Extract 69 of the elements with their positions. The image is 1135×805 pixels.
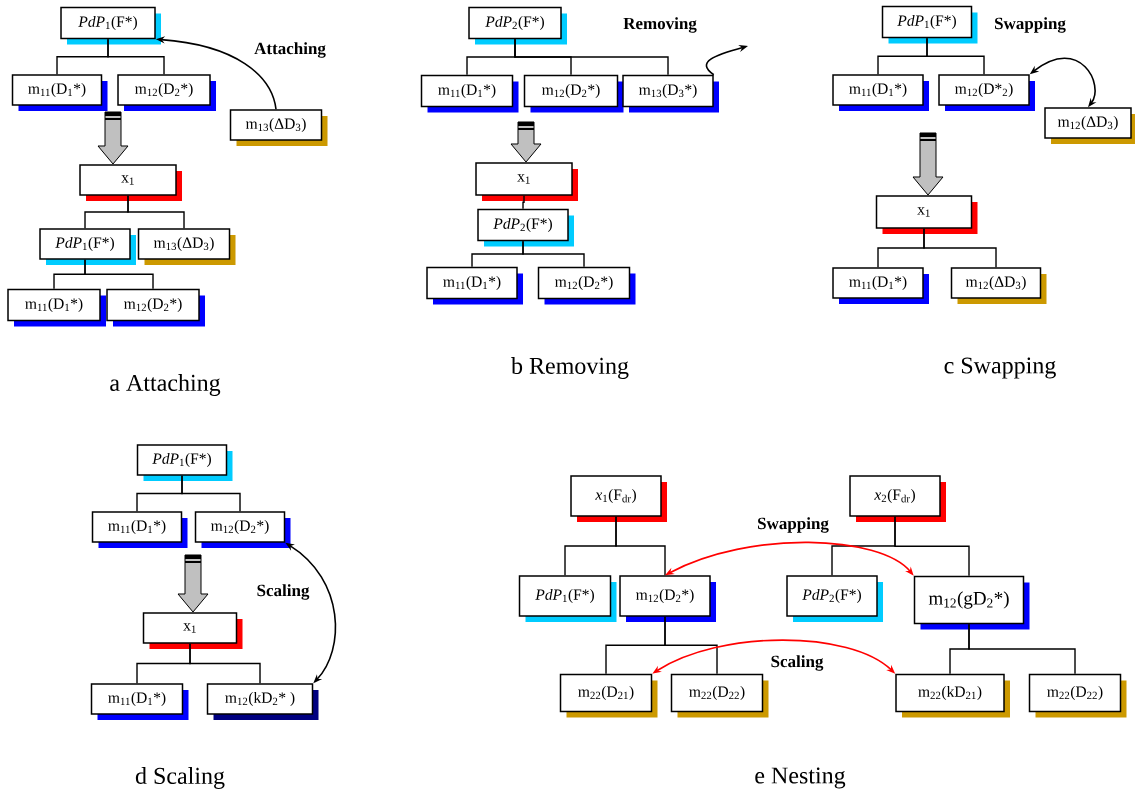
- tree-box: PdP$_{1}$(F*): [60, 6, 161, 45]
- tree-box: m$_{12}$(ΔD$_{3}$): [950, 267, 1047, 304]
- edge-label: Scaling: [255, 583, 311, 601]
- tree-box: m$_{13}$(ΔD$_{3}$): [137, 228, 236, 265]
- tree-connector: [926, 37, 985, 75]
- tree-box: m$_{11}$(D$_{1}$*): [420, 74, 519, 113]
- tree-box: PdP$_{1}$(F*): [136, 444, 233, 481]
- tree-box: m$_{13}$(ΔD$_{3}$): [229, 109, 328, 146]
- tree-box: m$_{12}$(D*$_{2}$): [938, 74, 1035, 111]
- tree-box: PdP$_{2}$(F*): [477, 208, 574, 247]
- tree-box: x$_{2}$(F$_{dr}$): [849, 475, 946, 522]
- tree-box: m$_{12}$(ΔD$_{3}$): [1044, 107, 1135, 144]
- tree-box: m$_{12}$(gD$_{2}$*): [913, 575, 1030, 630]
- tree-box: m$_{12}$(D$_{2}$*): [106, 288, 205, 327]
- edge-label: Removing: [622, 16, 698, 34]
- tree-box: m$_{11}$(D$_{1}$*): [832, 267, 929, 304]
- panel-caption: e Nesting: [755, 767, 846, 789]
- block-arrow: [510, 121, 542, 163]
- tree-box: m$_{22}$(kD$_{21}$): [895, 673, 1010, 718]
- block-arrow: [912, 132, 944, 196]
- tree-box: m$_{22}$(D$_{22}$): [1028, 673, 1127, 718]
- tree-box: PdP$_{1}$(F*): [881, 5, 978, 44]
- tree-box: x$_{1}$(F$_{dr}$): [570, 475, 667, 522]
- tree-connector: [514, 38, 669, 76]
- panel-caption: a Attaching: [110, 374, 221, 396]
- tree-box: m$_{13}$(D$_{3}$*): [622, 74, 719, 113]
- tree-box: m$_{11}$(D$_{1}$*): [832, 74, 929, 111]
- tree-connector: [127, 195, 185, 229]
- edge-label: Scaling: [769, 654, 825, 672]
- tree-box: PdP$_{2}$(F*): [468, 6, 567, 45]
- tree-connector: [894, 516, 970, 577]
- edge-label: Swapping: [756, 516, 830, 534]
- tree-connector: [189, 643, 261, 684]
- panel-caption: d Scaling: [135, 767, 225, 789]
- tree-connector: [84, 259, 154, 290]
- tree-connector: [181, 475, 241, 512]
- tree-box: m$_{12}$(kD$_{2}$* ): [206, 683, 319, 720]
- tree-connector: [968, 623, 1076, 675]
- tree-connector: [522, 195, 525, 210]
- tree-box: m$_{11}$(D$_{1}$*): [90, 683, 189, 720]
- tree-box: m$_{11}$(D$_{1}$*): [7, 288, 106, 327]
- tree-box: m$_{22}$(D$_{22}$): [670, 673, 769, 718]
- tree-box: m$_{12}$(D$_{2}$*): [537, 266, 636, 305]
- tree-box: m$_{12}$(D$_{2}$*): [117, 74, 216, 111]
- tree-box: x$_{1}$: [475, 162, 578, 201]
- panel-caption: c Swapping: [944, 357, 1056, 379]
- tree-connector: [107, 38, 165, 75]
- tree-box: PdP$_{2}$(F*): [786, 575, 883, 622]
- tree-box: x$_{1}$: [875, 195, 978, 234]
- tree-box: m$_{22}$(D$_{21}$): [559, 673, 658, 718]
- tree-connector: [923, 228, 997, 268]
- tree-box: m$_{12}$(D$_{2}$*): [619, 575, 716, 622]
- tree-box: m$_{12}$(D$_{2}$*): [194, 511, 291, 548]
- tree-box: m$_{11}$(D$_{1}$*): [11, 74, 108, 111]
- panel-caption: b Removing: [511, 357, 629, 379]
- block-arrow: [97, 111, 129, 165]
- tree-box: x$_{1}$: [79, 164, 182, 201]
- tree-box: m$_{11}$(D$_{1}$*): [426, 266, 523, 305]
- edge-label: Swapping: [993, 16, 1067, 34]
- tree-box: PdP$_{1}$(F*): [39, 228, 136, 265]
- tree-box: x$_{1}$: [142, 612, 243, 649]
- edge-label: Attaching: [253, 41, 327, 59]
- tree-connector: [664, 616, 718, 675]
- block-arrow: [177, 554, 209, 613]
- tree-connector: [615, 516, 666, 576]
- tree-box: PdP$_{1}$(F*): [518, 575, 617, 622]
- tree-connector: [522, 240, 585, 268]
- tree-box: m$_{11}$(D$_{1}$*): [91, 511, 188, 548]
- tree-box: m$_{12}$(D$_{2}$*): [523, 74, 624, 113]
